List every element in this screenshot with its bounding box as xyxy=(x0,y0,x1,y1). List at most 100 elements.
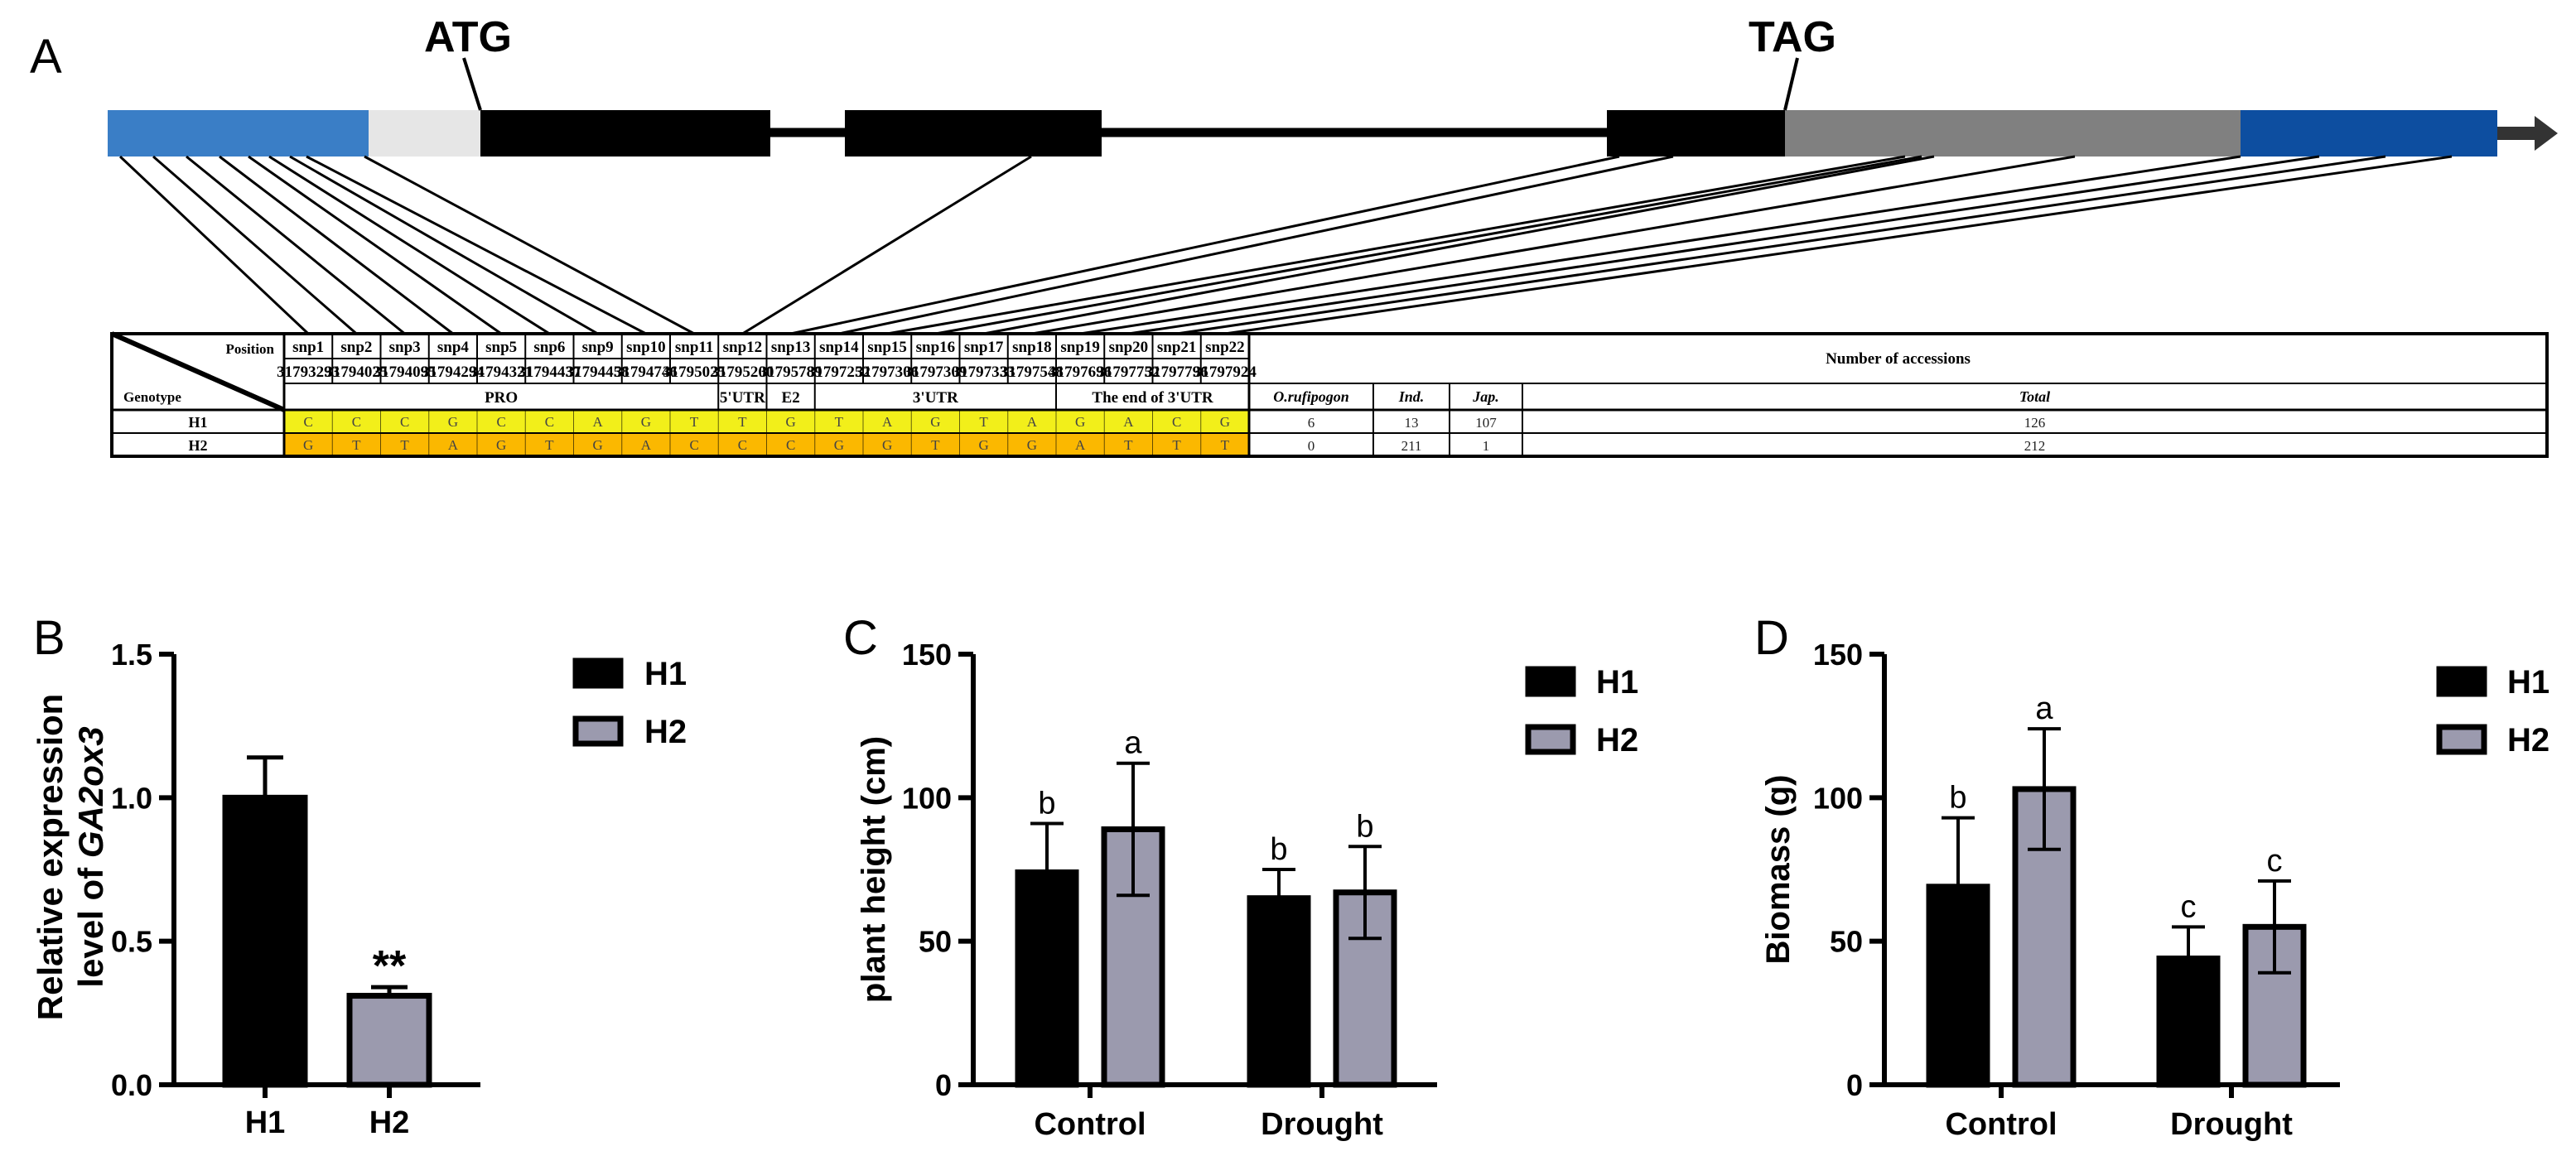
region-label: 5'UTR xyxy=(720,389,765,407)
h1-allele: G xyxy=(641,414,651,430)
panel-d-label: D xyxy=(1754,611,1789,665)
h1-allele: G xyxy=(1220,414,1230,430)
h2-allele: A xyxy=(448,437,459,453)
snp-connector xyxy=(1224,155,2453,335)
snp-connector xyxy=(1031,155,2076,335)
h1-allele: C xyxy=(496,414,505,430)
significance-letter: b xyxy=(1356,809,1373,844)
h2-allele: T xyxy=(352,437,361,453)
snp-connector xyxy=(1128,155,2320,335)
h2-allele: T xyxy=(1124,437,1133,453)
snp-connector xyxy=(1079,155,2241,335)
snp-name: snp1 xyxy=(292,339,324,356)
y-axis-label-line2: level of GA2ox3 xyxy=(71,726,110,987)
h2-allele: G xyxy=(978,437,988,453)
snp-name: snp9 xyxy=(582,339,614,356)
snp-name: snp16 xyxy=(916,339,956,356)
region-label: The end of 3'UTR xyxy=(1092,389,1213,407)
significance-letter: b xyxy=(1270,832,1287,867)
snp-connector xyxy=(364,155,695,335)
h2-allele: C xyxy=(689,437,698,453)
snp-table: PositionGenotypesnp131793293CGsnp2317940… xyxy=(110,331,2549,458)
y-tick-label: 150 xyxy=(902,638,952,672)
h2-allele: A xyxy=(1075,437,1086,453)
h1-allele: A xyxy=(592,414,603,430)
y-tick-label: 150 xyxy=(1813,638,1863,672)
snp-connector xyxy=(248,155,502,335)
utr3-block xyxy=(1785,110,2241,157)
h1-allele: C xyxy=(1172,414,1181,430)
x-tick-label: Drought xyxy=(1261,1107,1383,1142)
h1-allele: A xyxy=(882,414,893,430)
snp-position: 31797752 xyxy=(1097,364,1160,381)
snp-connector xyxy=(186,155,406,335)
promoter-block xyxy=(108,110,369,157)
h2-allele: T xyxy=(1221,437,1230,453)
y-axis-label: plant height (cm) xyxy=(856,736,892,1003)
h1-allele: T xyxy=(979,414,988,430)
snp-position: 31794095 xyxy=(374,364,437,381)
significance-annotation: ** xyxy=(373,942,407,990)
snp-position: 31794294 xyxy=(422,364,485,381)
accessions-header: Number of accessions xyxy=(1826,350,1971,368)
snp-position: 31794025 xyxy=(325,364,388,381)
snp-connector xyxy=(1176,155,2386,335)
snp-position: 31794321 xyxy=(470,364,533,381)
legend-label: H1 xyxy=(2507,664,2549,701)
snp-name: snp3 xyxy=(389,339,421,356)
header-genotype: Genotype xyxy=(123,389,181,405)
y-tick-label: 50 xyxy=(1830,925,1863,959)
legend-label: H2 xyxy=(2507,722,2549,759)
accession-count: 126 xyxy=(2024,415,2046,431)
h1-allele: G xyxy=(785,414,795,430)
legend-swatch-h1 xyxy=(2436,666,2487,697)
panel-a-label: A xyxy=(30,30,62,84)
y-tick-label: 1.5 xyxy=(111,638,152,672)
accession-count: 212 xyxy=(2024,438,2046,454)
snp-position: 31794746 xyxy=(615,364,678,381)
snp-position: 31797548 xyxy=(1001,364,1064,381)
significance-letter: c xyxy=(2267,844,2283,879)
snp-position: 31797333 xyxy=(953,364,1015,381)
accession-count: 211 xyxy=(1401,438,1422,454)
snp-connector xyxy=(306,155,647,335)
legend-label: H1 xyxy=(644,656,687,692)
exon3-block xyxy=(1607,110,1785,157)
y-tick-label: 0.5 xyxy=(111,925,152,959)
accession-count: 107 xyxy=(1475,415,1497,431)
snp-connector xyxy=(268,155,551,335)
snp-name: snp20 xyxy=(1109,339,1149,356)
y-tick-label: 50 xyxy=(919,925,952,959)
snp-name: snp22 xyxy=(1205,339,1245,356)
h2-allele: A xyxy=(641,437,652,453)
x-tick-label: H1 xyxy=(245,1105,286,1140)
region-label: E2 xyxy=(782,389,800,407)
snp-position: 31793293 xyxy=(277,364,340,381)
legend-label: H1 xyxy=(1596,664,1638,701)
significance-letter: b xyxy=(1038,787,1055,821)
legend-swatch-h1 xyxy=(1525,666,1576,697)
snp-connector-lines xyxy=(118,155,2453,335)
legend-swatch-h1 xyxy=(572,657,624,689)
snp-connector xyxy=(741,155,1032,335)
snp-connector xyxy=(219,155,454,335)
accession-column-header: Ind. xyxy=(1398,388,1425,405)
bar-h2 xyxy=(346,993,432,1088)
legend-swatch-h2 xyxy=(572,715,624,747)
atg-pointer xyxy=(462,57,482,111)
y-tick-label: 0 xyxy=(1846,1068,1863,1102)
h1-allele: C xyxy=(352,414,361,430)
snp-position: 31797796 xyxy=(1146,364,1208,381)
legend-swatch-h2 xyxy=(2436,724,2487,755)
genotype-label: H2 xyxy=(188,437,207,454)
accession-column-header: O.rufipogon xyxy=(1273,388,1349,405)
bar-h1 xyxy=(222,794,308,1088)
h1-allele: C xyxy=(303,414,312,430)
exon1-block xyxy=(480,110,770,157)
tag-pointer xyxy=(1783,57,1799,111)
exon2-block xyxy=(845,110,1102,157)
h2-allele: G xyxy=(1027,437,1037,453)
